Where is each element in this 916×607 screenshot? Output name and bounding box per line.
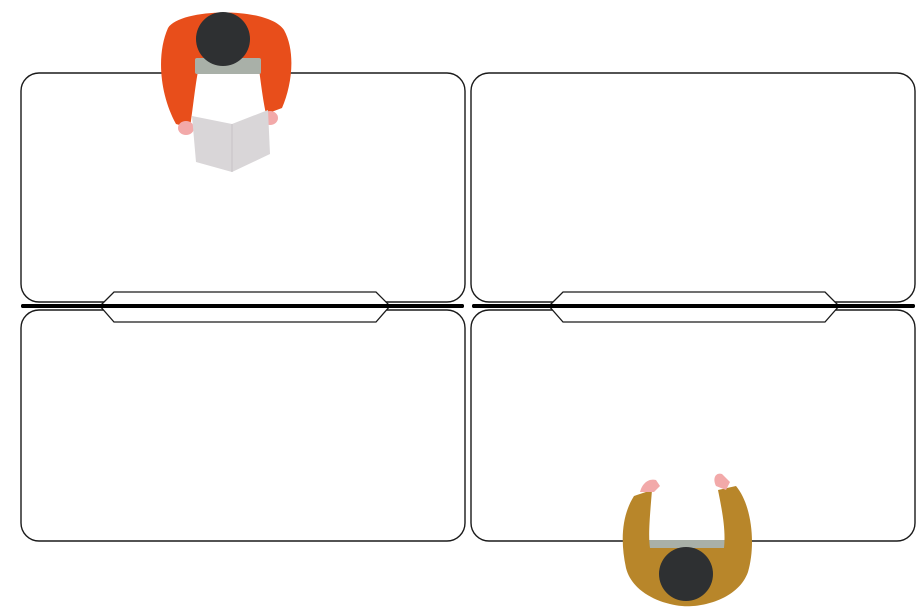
desk-panel-left [21,291,464,323]
desk-bottom-right [470,309,916,542]
desk-top-right [470,72,916,303]
person-reading-icon [161,12,292,172]
desk-top-left [20,72,466,303]
person-typing-icon [622,473,752,607]
desk-bottom-left [20,309,466,542]
desk-panel-right [472,291,915,323]
